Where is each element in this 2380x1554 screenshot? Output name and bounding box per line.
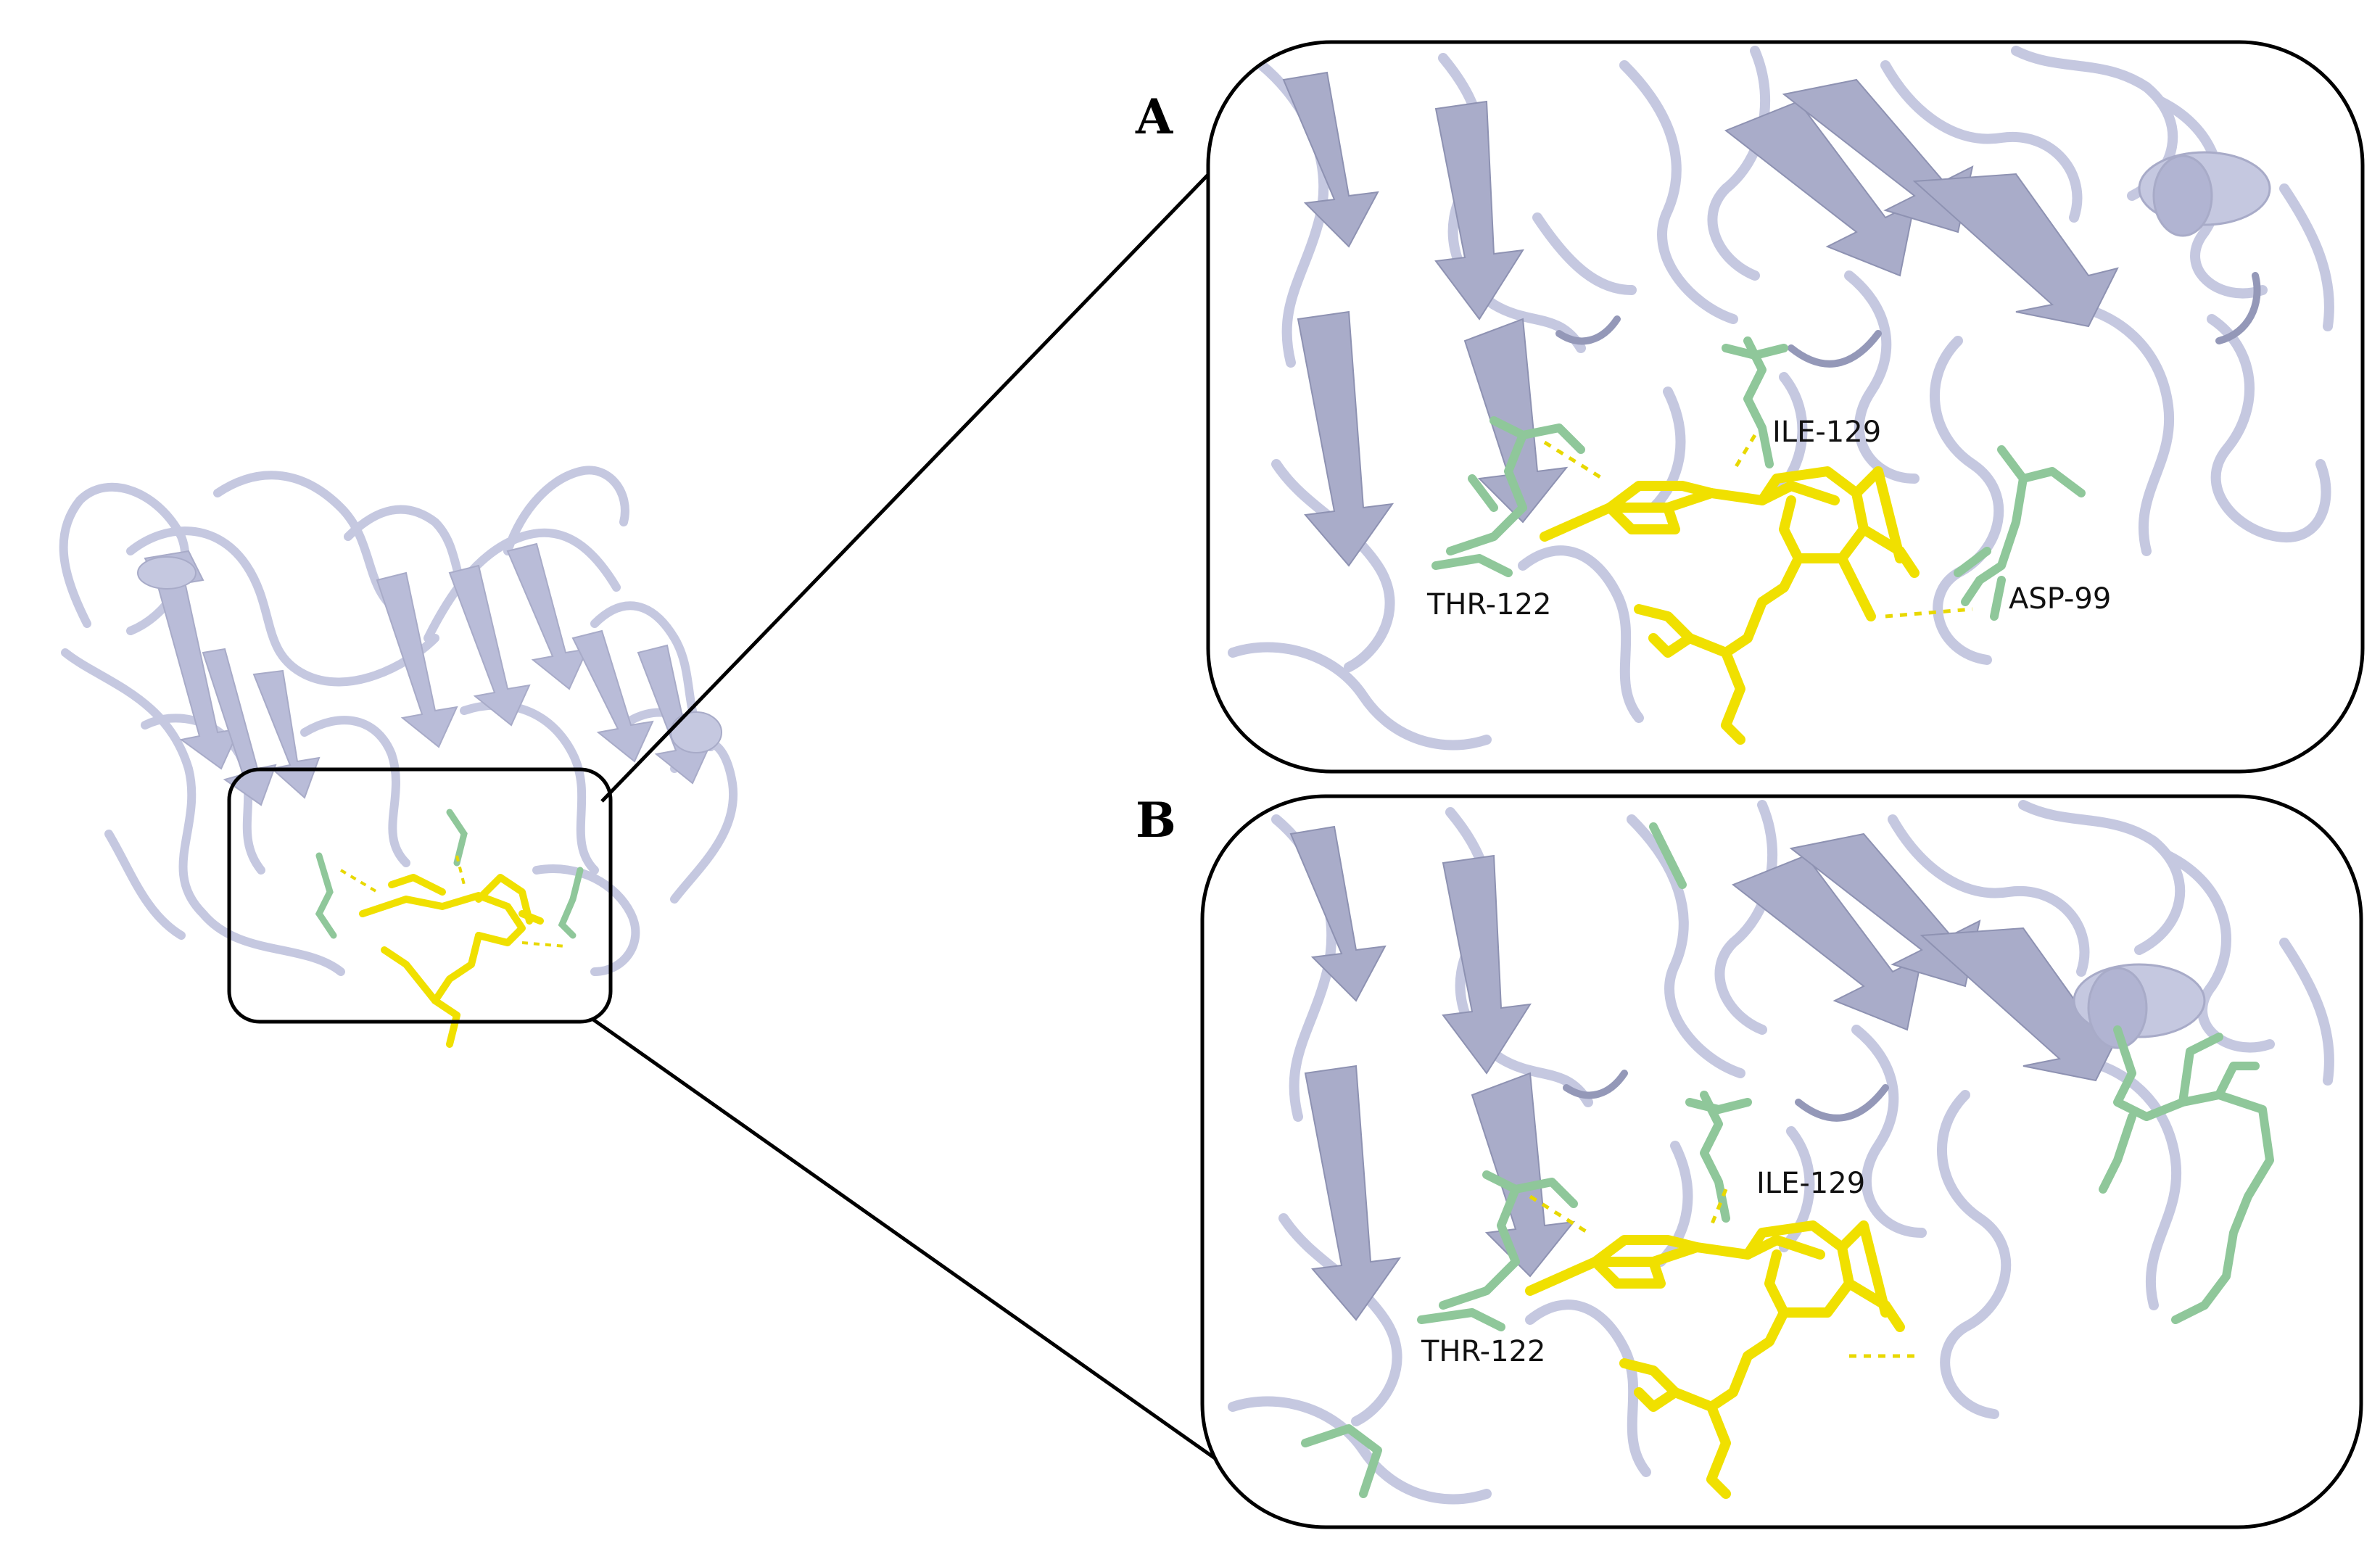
panel-b-frame <box>1200 794 2363 1529</box>
panel-b-ligand <box>1525 1220 1905 1499</box>
panel-b-hbonds <box>1529 1189 1914 1358</box>
panel-a-label-asp-99: ASP-99 <box>2009 582 2112 616</box>
panel-a-residue-sticks <box>1431 336 2086 621</box>
panel-a-helix <box>2138 151 2271 237</box>
panel-b <box>1200 794 2363 1529</box>
panel-b-helix <box>2073 963 2206 1049</box>
panel-a-hbonds <box>1543 434 1973 619</box>
panel-a-letter: A <box>1136 88 1173 145</box>
panel-b-beta-sheets <box>1289 825 2126 1321</box>
overview-binding-site <box>315 809 584 1048</box>
overview-protein-structure <box>59 466 738 1048</box>
panel-b-letter: B <box>1136 792 1176 848</box>
panel-a-ligand <box>1540 466 1920 745</box>
overview-ribbon <box>59 466 738 976</box>
zoom-connector-lines <box>592 155 1227 1463</box>
overview-helices <box>137 556 722 753</box>
panel-a-frame <box>1206 40 2365 774</box>
panel-a <box>1206 40 2365 774</box>
panel-a-ribbon-shadow <box>1555 272 2261 368</box>
panel-b-label-thr-122: THR-122 <box>1421 1335 1546 1368</box>
panel-b-label-ile-129: ILE-129 <box>1756 1167 1866 1200</box>
panel-a-label-ile-129: ILE-129 <box>1772 416 1882 449</box>
overview-beta-sheets <box>144 542 712 806</box>
panel-b-residue-sticks <box>1301 822 2274 1498</box>
panel-a-beta-sheets <box>1282 71 2119 567</box>
overview-zoom-box <box>227 767 613 1024</box>
panel-a-label-thr-122: THR-122 <box>1427 588 1552 621</box>
panel-b-ribbon-shadow <box>1563 1070 1889 1122</box>
